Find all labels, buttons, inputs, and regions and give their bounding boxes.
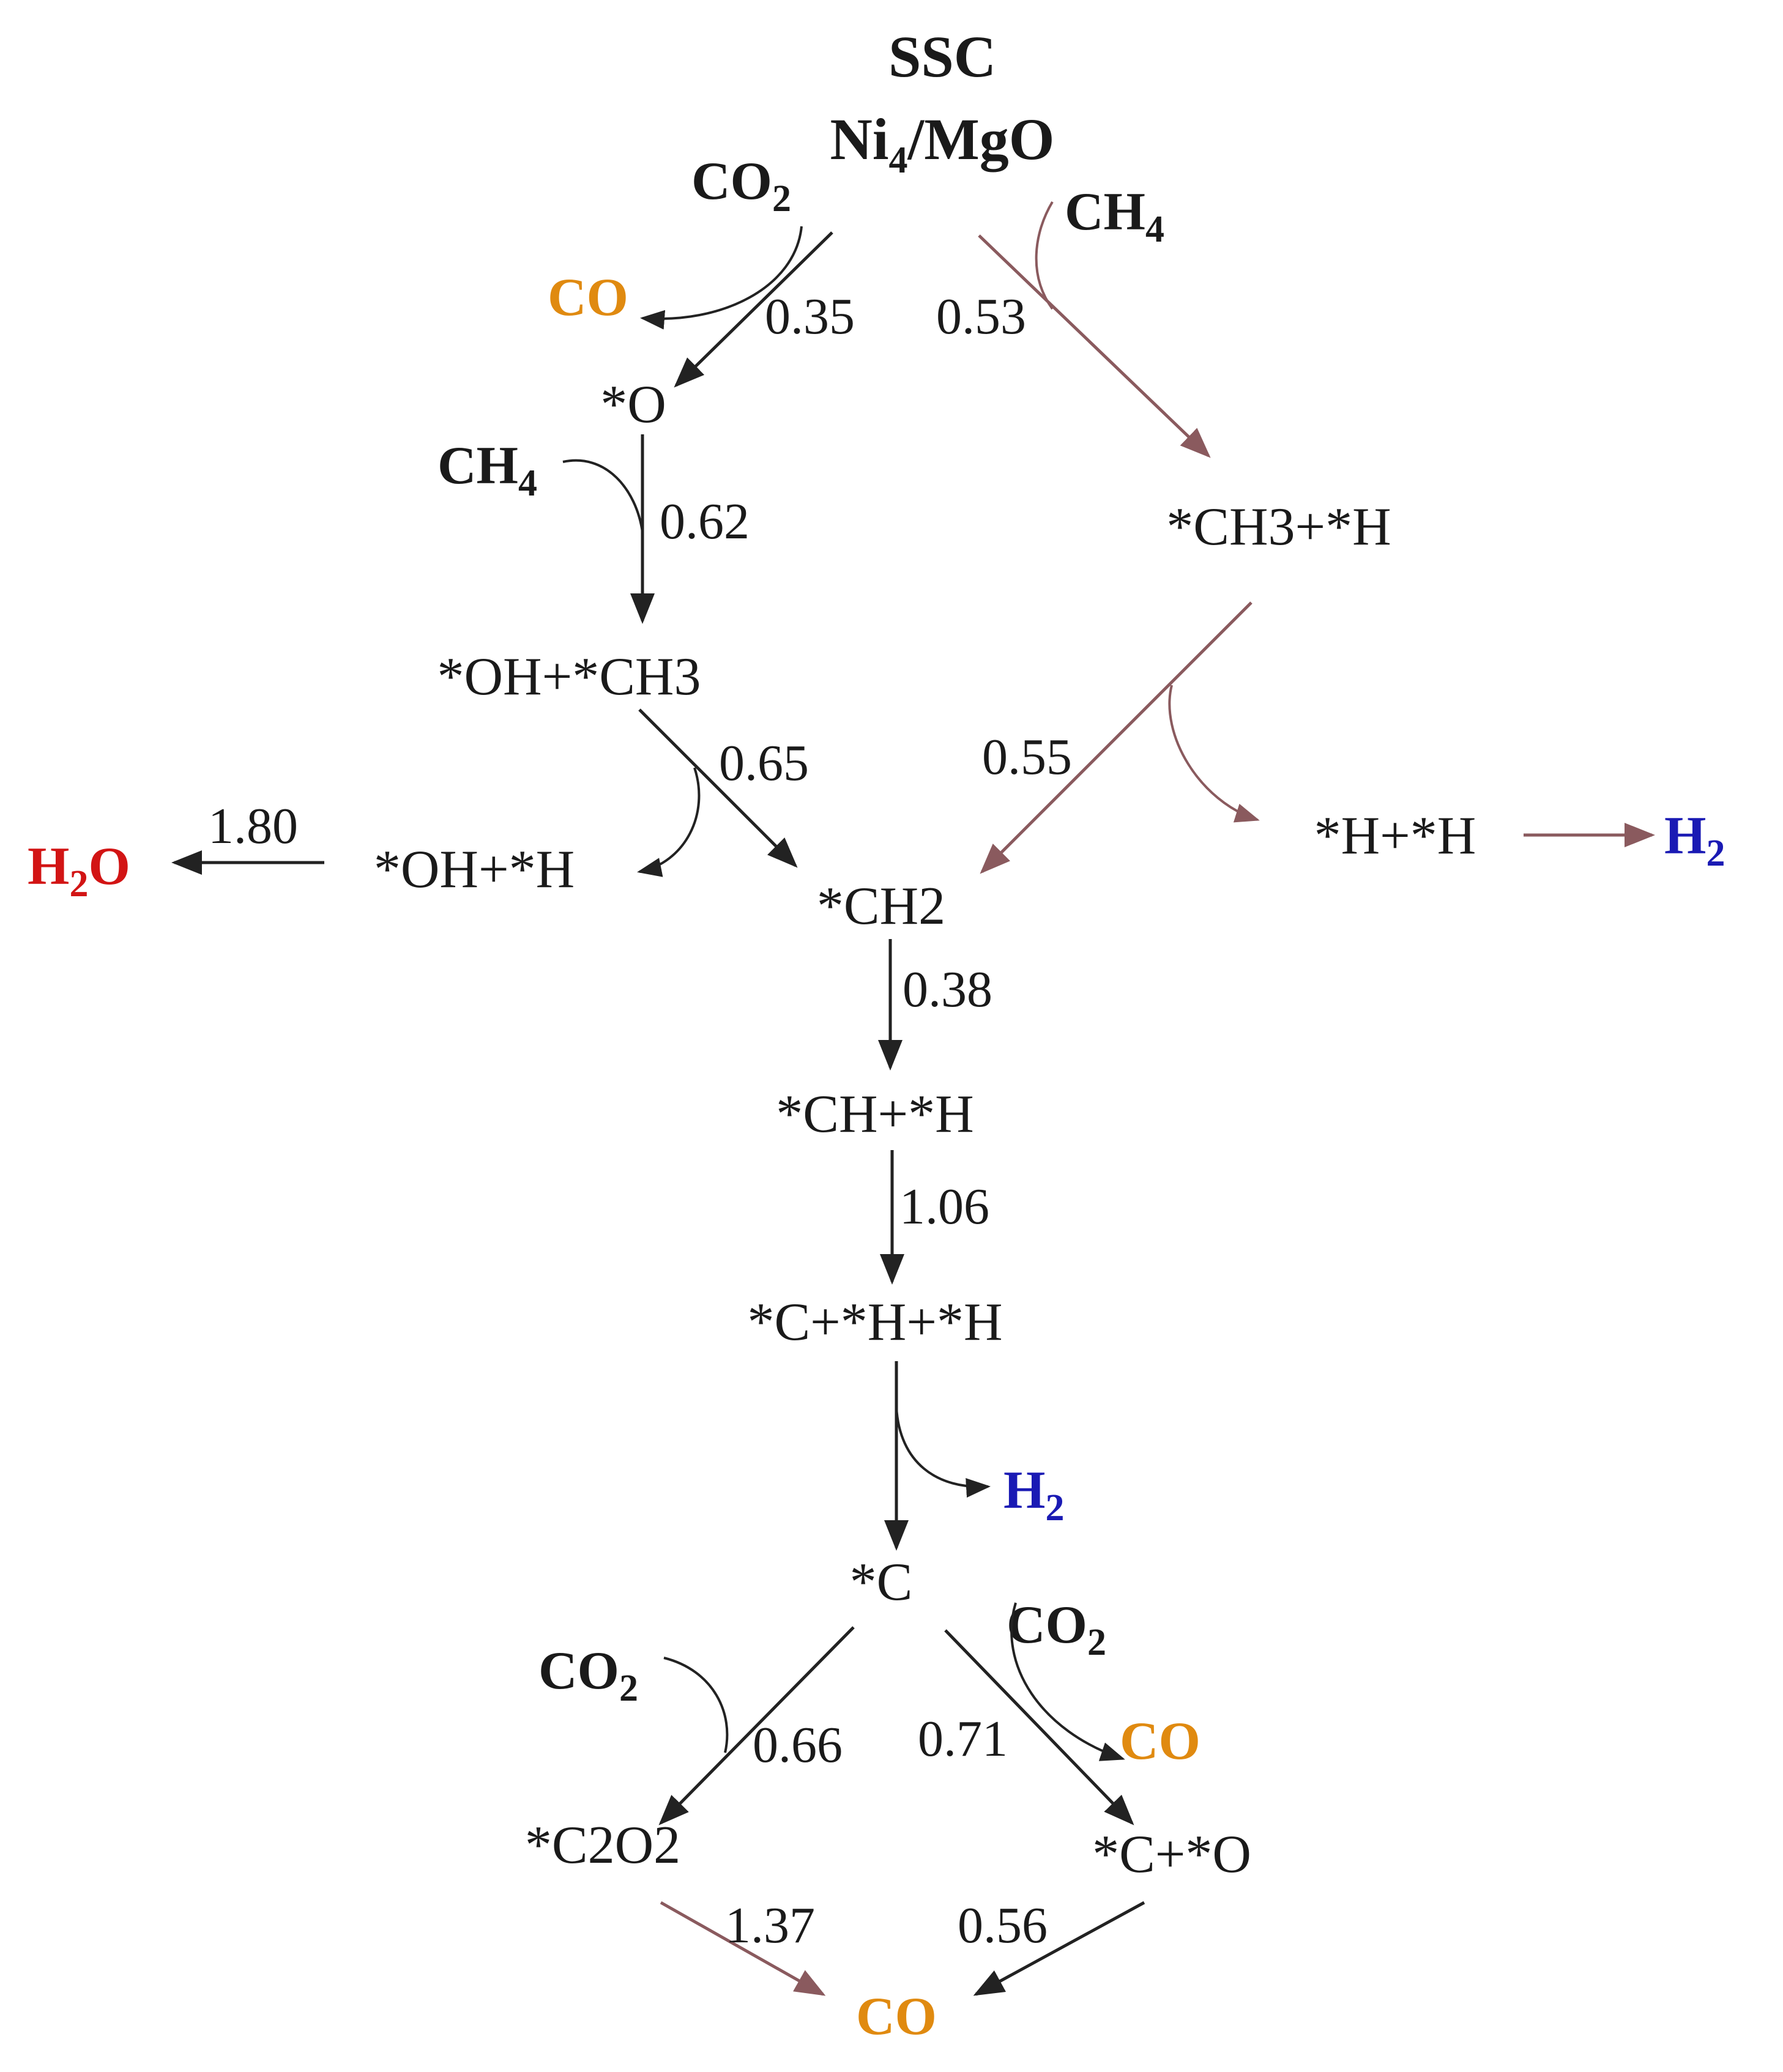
curve-oh-h-release bbox=[637, 767, 701, 877]
species-ch3-h: *CH3+*H bbox=[1166, 497, 1391, 557]
ch4-mid-label: CH4 bbox=[437, 436, 537, 504]
curve-co2-uptake-left bbox=[663, 1657, 729, 1753]
energy-1-06: 1.06 bbox=[899, 1178, 989, 1235]
curve-co-release-right bbox=[1010, 1602, 1125, 1761]
co2-left-label: CO2 bbox=[538, 1641, 638, 1709]
co2-right-label: CO2 bbox=[1007, 1595, 1106, 1663]
species-c-o: *C+*O bbox=[1092, 1825, 1251, 1884]
arrow-c-o-to-co bbox=[973, 1901, 1145, 1996]
arrow-ch3-h-to-ch2 bbox=[980, 601, 1253, 874]
arrow-ch4-to-ch3-h bbox=[978, 234, 1211, 458]
curve-h-h-release bbox=[1168, 685, 1260, 823]
energy-1-37: 1.37 bbox=[725, 1897, 815, 1954]
arrow-c2o2-to-co bbox=[660, 1901, 826, 1996]
arrow-c-to-c-o bbox=[944, 1629, 1134, 1825]
energy-0-56: 0.56 bbox=[958, 1897, 1048, 1954]
species-c-h-h: *C+*H+*H bbox=[747, 1293, 1002, 1352]
species-h-h: *H+*H bbox=[1314, 806, 1476, 866]
arrow-co2-to-o bbox=[674, 231, 833, 388]
h2-right-label: H2 bbox=[1664, 806, 1725, 874]
h2o-label: H2O bbox=[28, 837, 130, 905]
energy-1-80: 1.80 bbox=[208, 798, 298, 855]
curve-co-release-top bbox=[640, 226, 803, 330]
title-line-2: Ni4/MgO bbox=[830, 106, 1055, 181]
species-oh-h: *OH+*H bbox=[374, 840, 575, 899]
species-c: *C bbox=[850, 1553, 913, 1612]
title-line-1: SSC bbox=[888, 24, 996, 89]
energy-0-38: 0.38 bbox=[903, 961, 992, 1018]
co-right-label: CO bbox=[1120, 1712, 1200, 1771]
co-bottom-label: CO bbox=[856, 1987, 937, 2046]
species-c2o2: *C2O2 bbox=[525, 1816, 680, 1875]
species-oh-ch3: *OH+*CH3 bbox=[437, 647, 701, 707]
energy-0-35: 0.35 bbox=[765, 288, 855, 345]
ch4-top-label: CH4 bbox=[1065, 182, 1164, 250]
h2-mid-label: H2 bbox=[1003, 1461, 1064, 1529]
species-ch2: *CH2 bbox=[817, 877, 945, 936]
energy-0-71: 0.71 bbox=[918, 1710, 1008, 1767]
energy-0-55: 0.55 bbox=[982, 729, 1072, 785]
curve-ch4-uptake-top bbox=[1035, 201, 1054, 310]
arrow-c-to-c2o2 bbox=[658, 1626, 855, 1825]
energy-0-62: 0.62 bbox=[660, 493, 750, 550]
curve-h2-release bbox=[895, 1406, 991, 1498]
co-top-label: CO bbox=[548, 268, 628, 327]
energy-0-53: 0.53 bbox=[936, 288, 1026, 345]
co2-top-label: CO2 bbox=[691, 152, 791, 220]
species-ch-h: *CH+*H bbox=[776, 1085, 973, 1144]
species-o: *O bbox=[600, 375, 666, 434]
curve-ch4-uptake-mid bbox=[562, 459, 644, 533]
arrow-oh-ch3-to-ch2 bbox=[638, 708, 798, 868]
energy-0-66: 0.66 bbox=[753, 1717, 843, 1773]
energy-0-65: 0.65 bbox=[719, 735, 809, 792]
